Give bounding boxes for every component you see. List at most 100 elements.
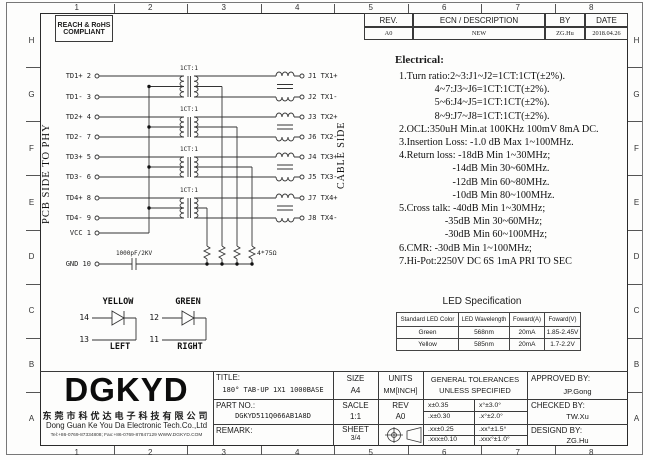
electrical-spec-line: 4.Return loss: -18dB Min 1~30MHz; bbox=[399, 150, 551, 162]
checked-by-value: TW.Xu bbox=[566, 412, 589, 421]
title-block-line bbox=[378, 371, 379, 446]
rev-value: A0 bbox=[395, 412, 406, 421]
company-contact: Tel:+86-0769-87334808; Fax:+86-0769-8784… bbox=[50, 433, 203, 438]
approved-by-label: APPROVED BY: bbox=[531, 374, 591, 383]
sheet-value: 3/4 bbox=[350, 435, 361, 442]
zone-column-label: 2 bbox=[148, 3, 153, 12]
output-label-j6: J6 TX2- bbox=[308, 133, 338, 141]
electrical-spec-line: -10dB Min 80~100MHz. bbox=[399, 189, 555, 201]
tolerance-cell: x°±3.0° bbox=[479, 402, 502, 409]
electrical-spec-line: -14dB Min 30~60MHz. bbox=[399, 163, 550, 175]
pin-label-td4n: TD4- 9 bbox=[65, 214, 91, 222]
secondary-wires bbox=[194, 75, 276, 219]
zone-column-label: 1 bbox=[74, 448, 79, 457]
transformer-cores bbox=[187, 76, 191, 218]
led-yellow-position-label: LEFT bbox=[109, 342, 131, 352]
electrical-spec-line: 8~9:J7~J8=1CT:1CT(±2%). bbox=[399, 110, 550, 122]
led-spec-header: Foward(V) bbox=[544, 312, 581, 327]
led-symbol-green bbox=[162, 310, 207, 341]
electrical-spec-line: -12dB Min 60~80MHz. bbox=[399, 176, 550, 188]
choke-top-coils bbox=[275, 71, 295, 199]
led-spec-cell: 1.7-2.2V bbox=[544, 338, 581, 351]
company-name-cn: 东莞市科优达电子科技有限公司 bbox=[42, 411, 211, 421]
zone-tick bbox=[260, 446, 262, 455]
output-label-j7: J7 TX4+ bbox=[308, 194, 338, 202]
checked-by-label: CHECKED BY: bbox=[531, 401, 585, 410]
pin-label-td2n: TD2- 7 bbox=[65, 133, 91, 141]
title-block-line bbox=[213, 399, 628, 400]
transformer-ratio-label: 1CT:1 bbox=[179, 106, 199, 113]
tolerance-cell: .x°±2.0° bbox=[479, 413, 503, 420]
capacitor-value-label: 1000pF/2KV bbox=[115, 250, 153, 257]
zone-tick bbox=[334, 446, 335, 455]
led-green-bottom-pin: 11 bbox=[149, 335, 159, 344]
zone-row-label: B bbox=[633, 360, 640, 370]
title-block-line bbox=[474, 399, 475, 446]
title-block-line bbox=[423, 411, 527, 412]
pin-label-vcc: VCC 1 bbox=[69, 229, 91, 237]
tolerance-cell: .x±0.30 bbox=[428, 413, 451, 420]
tolerance-cell: .xxx±0.10 bbox=[428, 436, 458, 443]
size-label: SIZE bbox=[346, 374, 365, 383]
led-spec-header: Standard LED Color bbox=[396, 312, 459, 327]
zone-column-label: 7 bbox=[515, 448, 520, 457]
drawing-frame bbox=[40, 13, 628, 446]
units-value: MM[INCH] bbox=[383, 386, 418, 395]
title-value: 180° TAB-UP 1X1 1000BASE bbox=[222, 386, 324, 394]
third-angle-projection-icon bbox=[385, 426, 422, 444]
units-label: UNITS bbox=[388, 374, 413, 383]
zone-tick bbox=[113, 4, 115, 13]
tolerance-header-line1: GENERAL TOLERANCES bbox=[430, 375, 520, 384]
zone-tick bbox=[26, 391, 40, 393]
zone-tick bbox=[26, 229, 40, 231]
primary-wires bbox=[99, 75, 252, 265]
resistor-value-label: 4*75Ω bbox=[257, 249, 277, 257]
remark-label: REMARK: bbox=[216, 426, 253, 435]
zone-row-label: D bbox=[633, 252, 640, 262]
zone-tick bbox=[628, 67, 642, 69]
pin-terminals bbox=[94, 73, 305, 267]
pin-label-td1n: TD1- 3 bbox=[65, 93, 91, 101]
zone-tick bbox=[628, 121, 642, 123]
ecn-col-header: ECN / DESCRIPTION bbox=[413, 13, 545, 27]
part-no-label: PART NO.: bbox=[216, 401, 256, 410]
zone-tick bbox=[628, 391, 642, 393]
ecn-description-value: NEW bbox=[413, 27, 545, 40]
zone-row-label: F bbox=[634, 143, 639, 153]
title-block-line bbox=[423, 371, 424, 446]
led-symbol-yellow bbox=[92, 310, 137, 341]
zone-row-label: A bbox=[28, 414, 35, 424]
led-green-position-label: RIGHT bbox=[177, 342, 203, 352]
led-spec-header: LED Wavelength bbox=[458, 312, 510, 327]
led-spec-cell: 20mA bbox=[509, 326, 545, 339]
title-block-line bbox=[423, 435, 527, 436]
zone-column-label: 4 bbox=[295, 448, 300, 457]
tolerance-cell: .xx°±1.5° bbox=[479, 426, 507, 433]
zone-row-label: G bbox=[28, 89, 35, 99]
led-spec-title: LED Specification bbox=[442, 296, 522, 307]
led-spec-header: Foward(A) bbox=[509, 312, 545, 327]
zone-tick bbox=[26, 175, 40, 177]
tolerance-cell: .xxx°±1.0° bbox=[479, 436, 510, 443]
transformer-ratio-label: 1CT:1 bbox=[179, 146, 199, 153]
led-spec-cell: 1.85-2.45V bbox=[544, 326, 581, 339]
zone-tick bbox=[628, 337, 642, 339]
zone-tick bbox=[334, 4, 335, 13]
capacitor-symbol bbox=[131, 258, 137, 270]
outer-border bbox=[6, 2, 643, 455]
electrical-spec-line: 4~7:J3~J6=1CT:1CT(±2%). bbox=[399, 84, 550, 96]
choke-output-wires bbox=[294, 75, 300, 219]
led-yellow-label: YELLOW bbox=[102, 297, 134, 307]
led-green-top-pin: 12 bbox=[149, 313, 159, 322]
led-yellow-top-pin: 14 bbox=[79, 313, 89, 322]
output-label-j8: J8 TX4- bbox=[308, 214, 338, 222]
part-no-value: DGKYD511Q066AB1A8D bbox=[235, 412, 311, 420]
junction-dots bbox=[147, 84, 254, 266]
pin-label-td2p: TD2+ 4 bbox=[65, 113, 91, 121]
transformer-secondary-coils bbox=[193, 75, 199, 219]
size-value: A4 bbox=[350, 386, 361, 395]
date-value: 2018.04.26 bbox=[585, 27, 628, 40]
led-green-label: GREEN bbox=[175, 297, 201, 307]
